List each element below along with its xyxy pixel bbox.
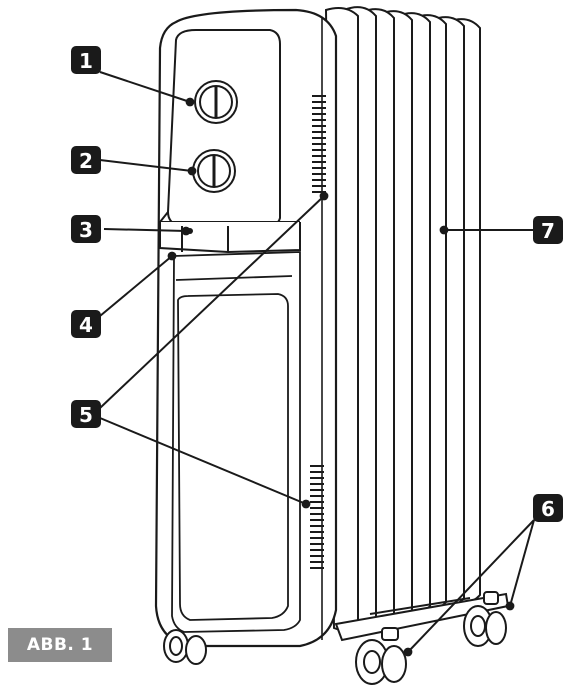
indicator-light <box>187 228 193 234</box>
callout-3: 3 <box>71 215 101 243</box>
svg-text:1: 1 <box>79 49 93 73</box>
caster-wheels <box>163 591 507 685</box>
callout-1: 1 <box>71 46 101 74</box>
control-panel <box>157 29 301 254</box>
knob-lower <box>192 149 236 193</box>
figure-caption: ABB. 1 <box>8 628 112 662</box>
vents-upper <box>312 95 326 193</box>
svg-text:3: 3 <box>79 218 93 242</box>
front-panel <box>171 251 301 633</box>
vents-lower <box>310 465 324 569</box>
knob-upper <box>194 80 238 124</box>
svg-text:5: 5 <box>79 403 93 427</box>
svg-text:6: 6 <box>541 497 555 521</box>
callout-4: 4 <box>71 310 101 338</box>
radiator-fins <box>324 6 481 631</box>
callout-7: 7 <box>533 216 563 244</box>
leader-lines <box>99 71 535 657</box>
callout-2: 2 <box>71 146 101 174</box>
svg-text:4: 4 <box>79 313 93 337</box>
svg-text:7: 7 <box>541 219 555 243</box>
callout-5: 5 <box>71 400 101 428</box>
callout-6: 6 <box>533 494 563 522</box>
svg-text:2: 2 <box>79 149 93 173</box>
